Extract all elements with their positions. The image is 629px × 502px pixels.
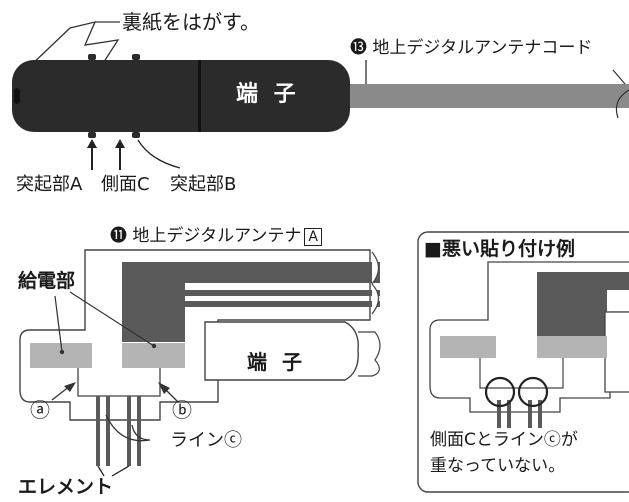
bottom-terminal-outline — [204, 321, 359, 381]
protrusion-a-label: 突起部A — [16, 174, 83, 195]
top-antenna-cord — [338, 84, 629, 108]
cord-end-mark — [612, 69, 626, 85]
protrusion-b-bump — [132, 54, 140, 60]
pointer-line-c — [105, 414, 151, 442]
inner-bracket — [77, 368, 161, 397]
pointer-element-1 — [97, 465, 105, 477]
peel-label: 裏紙をはがす。 — [122, 10, 260, 34]
antenna-label-text: ⓫ 地上デジタルアンテナ — [110, 226, 302, 246]
cord-label: ⓭ 地上デジタルアンテナコード — [350, 38, 593, 58]
bad-element-line-3 — [528, 400, 532, 428]
line-c-label: ラインⓒ — [170, 430, 242, 451]
cord-end-curve — [615, 89, 629, 119]
mark-a-label: ⓐ — [30, 398, 50, 422]
element-line-3 — [127, 396, 131, 466]
bad-element-line-4 — [538, 400, 542, 428]
protrusion-b-bump-bottom — [132, 132, 140, 138]
antenna-stripe-1 — [185, 290, 380, 296]
bottom-cord-outline — [358, 331, 381, 377]
bad-bracket — [479, 358, 564, 389]
top-terminal-seam — [198, 60, 201, 132]
bad-highlight-circle-right — [517, 376, 549, 408]
protrusion-a-bump-bottom — [88, 132, 96, 138]
bad-terminal-outline — [604, 311, 629, 393]
top-terminal-body — [12, 60, 350, 132]
bad-pad-left — [440, 336, 496, 358]
antenna-dark-arm — [122, 262, 380, 342]
mark-b-label: ⓑ — [172, 398, 192, 422]
top-terminal-groove — [14, 88, 20, 104]
bad-element-line-1 — [497, 400, 501, 428]
pointer-feed-right — [69, 291, 155, 347]
bad-dark-top — [537, 272, 629, 290]
element-line-4 — [137, 396, 141, 466]
protrusion-b-label: 突起部B — [170, 174, 237, 195]
element-line-2 — [106, 396, 110, 466]
bad-example-title: ■悪い貼り付け例 — [424, 238, 575, 260]
protrusion-a-bump — [88, 54, 96, 60]
top-terminal-label: 端 子 — [236, 82, 300, 107]
element-line-1 — [96, 396, 100, 466]
pointer-protrusion-b — [137, 139, 181, 169]
side-c-label: 側面C — [101, 174, 150, 195]
antenna-stripe-2 — [185, 301, 380, 307]
pointer-feed-left — [54, 295, 63, 353]
pointer-element-2 — [111, 465, 130, 477]
bad-highlight-circle-left — [484, 376, 516, 408]
peel-sheet-outline — [27, 21, 120, 69]
bad-pad-right — [537, 336, 607, 358]
feed-label: 給電部 — [18, 270, 76, 292]
antenna-break-curve — [371, 251, 380, 315]
bad-example-caption-1: 側面Cとラインⓒが — [430, 430, 578, 450]
bottom-terminal-label: 端 子 — [247, 350, 306, 374]
antenna-badge: A — [304, 228, 322, 246]
bad-element-line-2 — [507, 400, 511, 428]
bad-example-caption-2: 重なっていない。 — [430, 456, 566, 476]
element-label: エレメント — [18, 476, 114, 498]
